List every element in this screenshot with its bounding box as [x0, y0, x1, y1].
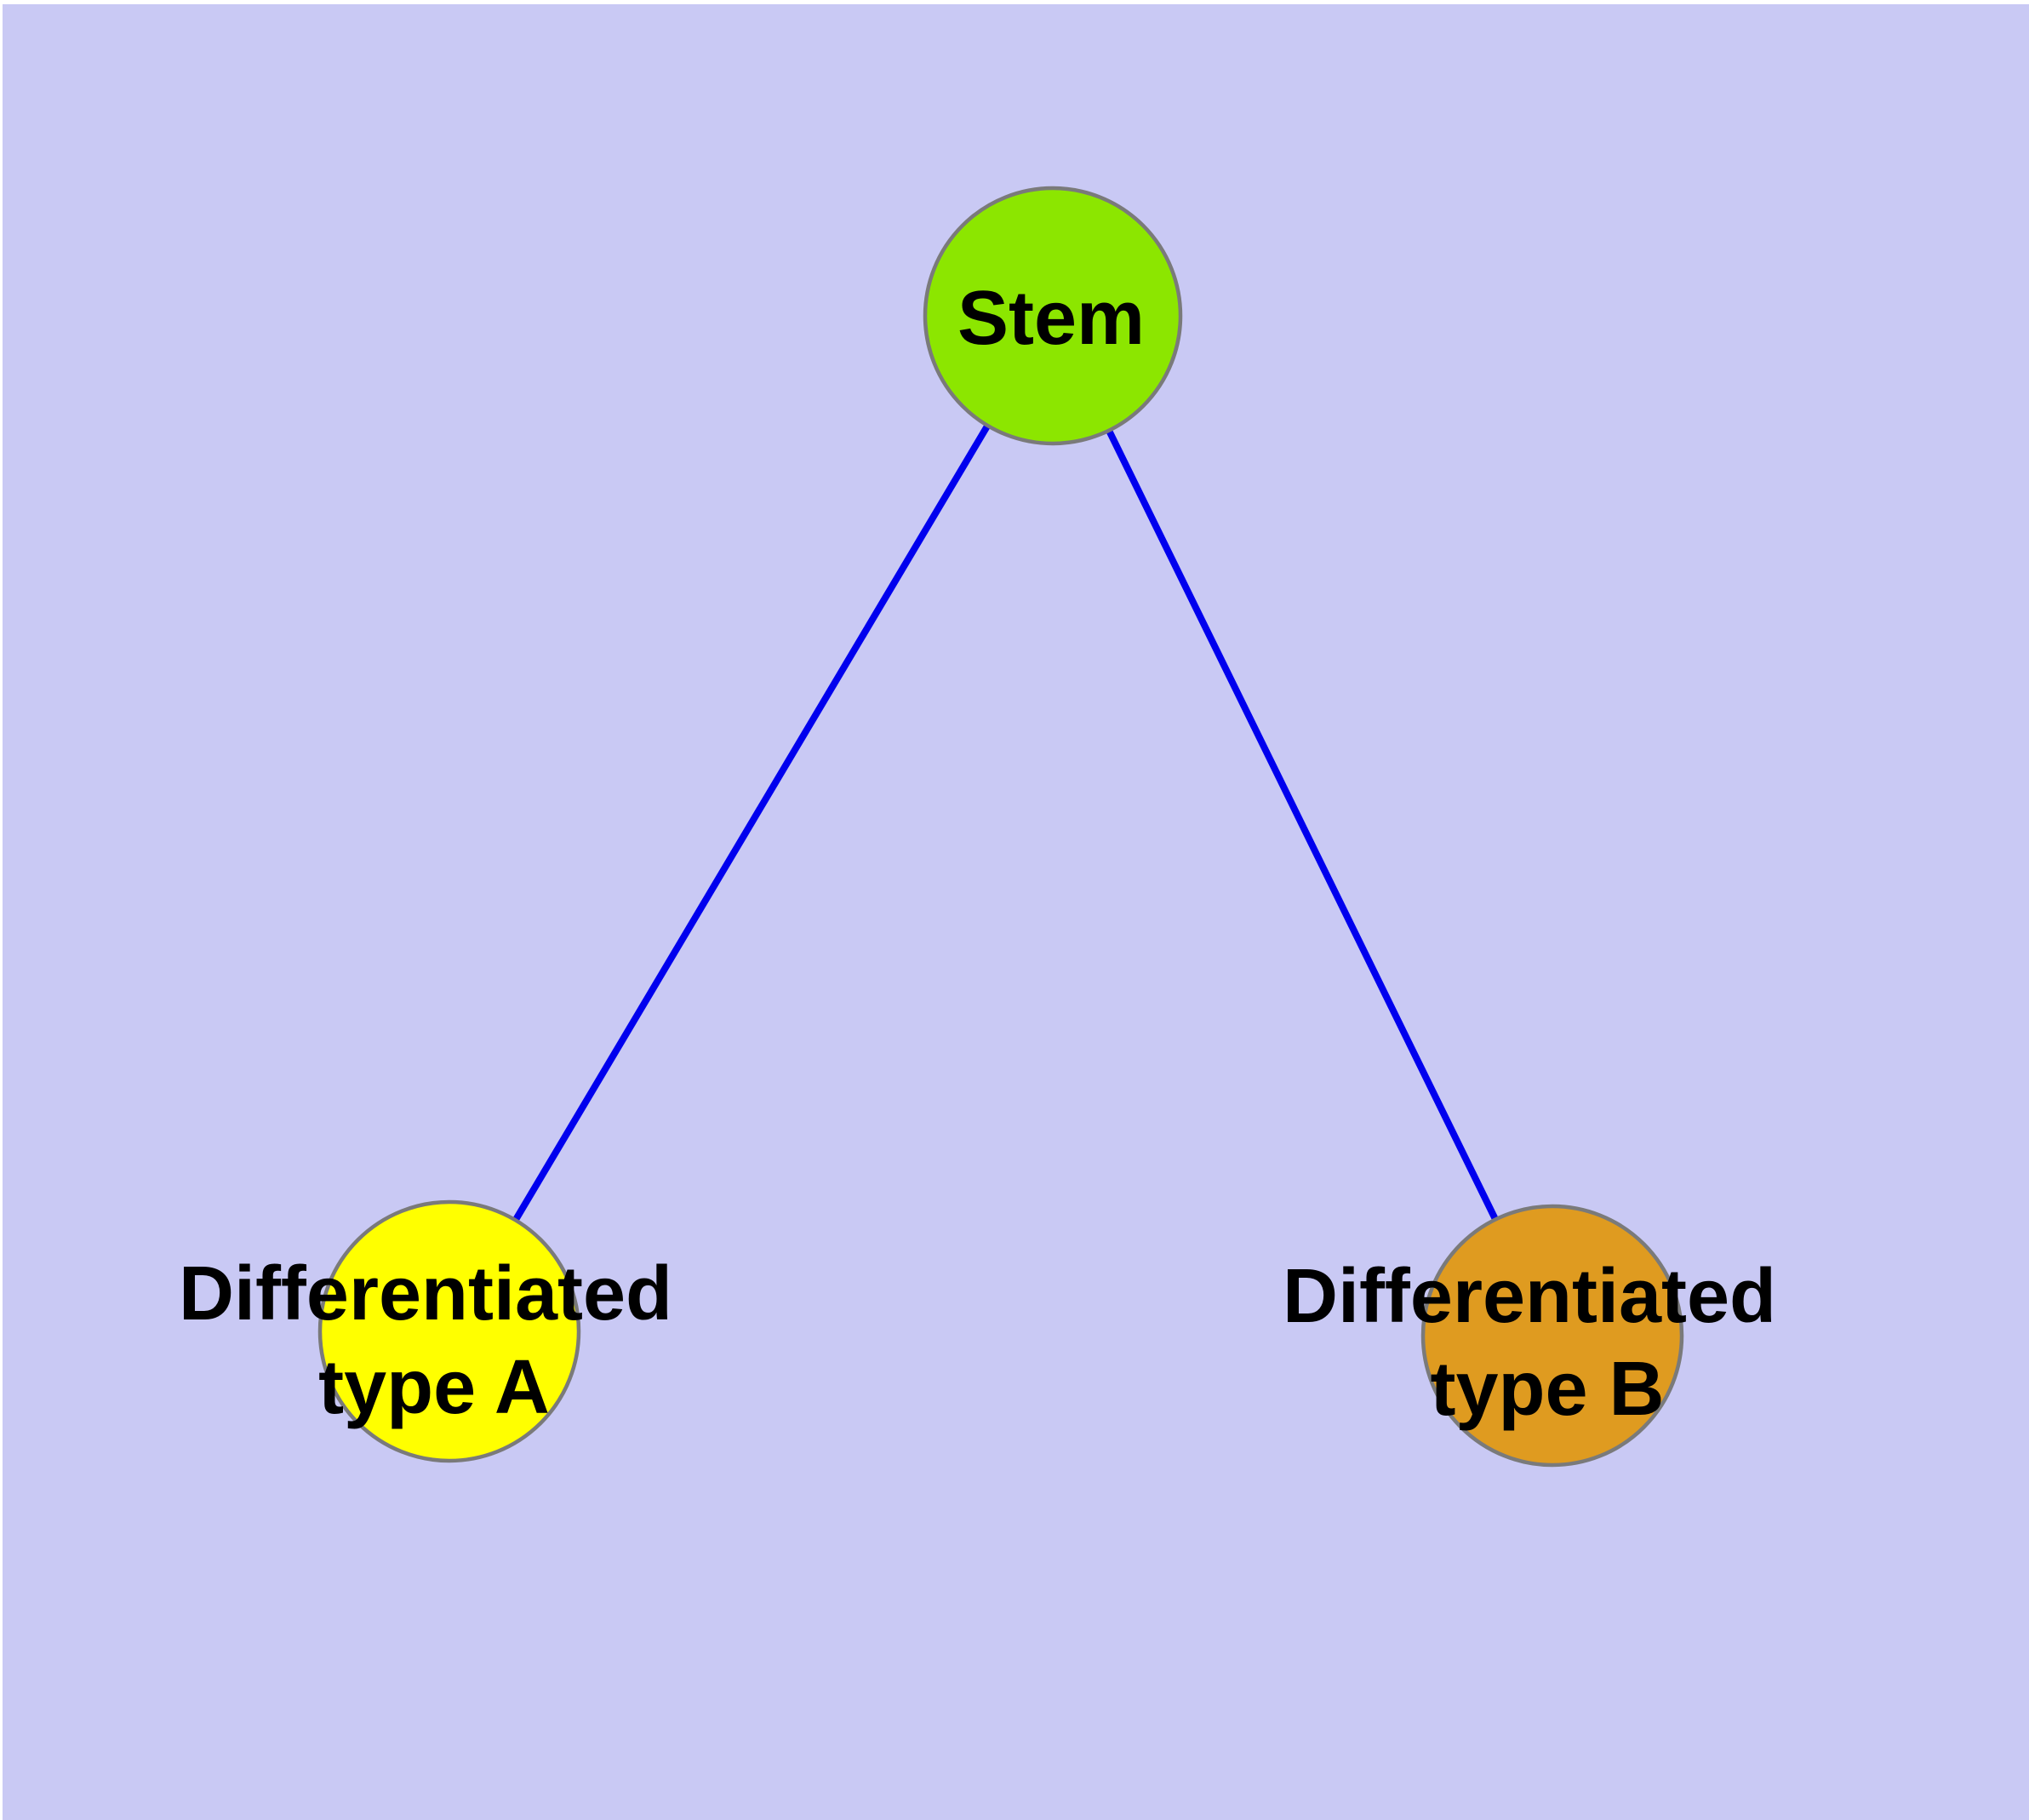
node-differentiated-type-a-label-line1: Differentiated	[179, 1251, 672, 1336]
node-differentiated-type-b-label-line2: type B	[1430, 1347, 1664, 1432]
node-differentiated-type-b: Differentiated type B	[1283, 1204, 1776, 1468]
node-stem-label: Stem	[957, 276, 1145, 361]
node-differentiated-type-b-circle	[1420, 1204, 1684, 1468]
edge-stem-to-type-b	[1049, 314, 1556, 1337]
edge-stem-to-type-a	[446, 313, 1056, 1334]
node-stem: Stem	[923, 186, 1183, 446]
node-differentiated-type-a-circle	[317, 1199, 581, 1463]
node-differentiated-type-a: Differentiated type A	[179, 1199, 672, 1463]
node-differentiated-type-a-label-line2: type A	[318, 1345, 550, 1430]
node-stem-circle	[923, 186, 1183, 446]
edges	[446, 313, 1556, 1337]
node-differentiated-type-b-label-line1: Differentiated	[1283, 1254, 1776, 1339]
